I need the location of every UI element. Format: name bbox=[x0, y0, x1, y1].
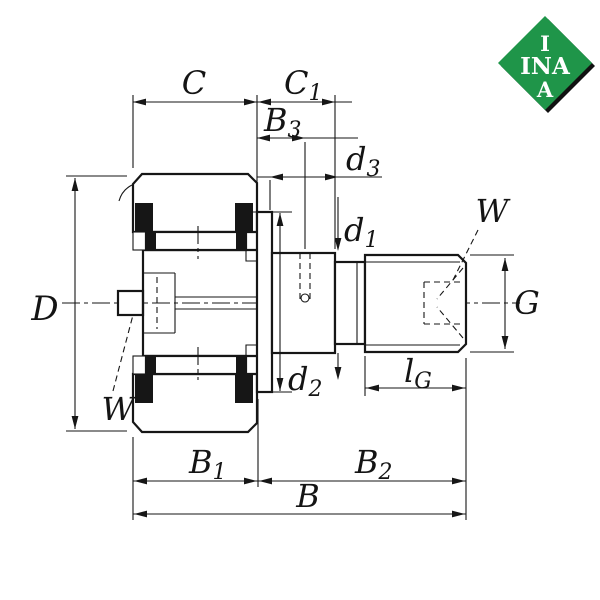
thread-body bbox=[363, 253, 468, 354]
roller-top bbox=[144, 230, 248, 252]
label-lG: lG bbox=[404, 352, 432, 394]
label-B3: B3 bbox=[263, 101, 302, 143]
dim-d1: d1 bbox=[334, 197, 378, 380]
label-C: C bbox=[182, 64, 206, 102]
dim-C1: C1 bbox=[257, 64, 352, 249]
dim-B3: B3 bbox=[257, 101, 358, 249]
dim-G: G bbox=[470, 254, 540, 353]
seal-bottom-left bbox=[135, 374, 153, 403]
lube-hole bbox=[300, 293, 310, 303]
hex-socket-hidden-lines bbox=[436, 267, 464, 339]
label-B1: B1 bbox=[188, 443, 227, 485]
dim-C: C bbox=[132, 64, 258, 208]
label-d2: d2 bbox=[288, 360, 322, 402]
rollers bbox=[144, 226, 248, 380]
dim-d2: d2 bbox=[253, 211, 322, 402]
label-B: B bbox=[295, 477, 320, 515]
pilot-neck bbox=[333, 260, 367, 346]
label-C1: C1 bbox=[284, 64, 322, 106]
label-B2: B2 bbox=[354, 443, 393, 485]
label-d1: d1 bbox=[344, 211, 378, 253]
dim-lG: lG bbox=[364, 352, 466, 396]
label-D: D bbox=[30, 289, 58, 329]
seal-bottom-right bbox=[235, 374, 253, 403]
ina-logo: I INA A bbox=[498, 16, 595, 113]
leader-w-left: W bbox=[102, 314, 138, 428]
thread bbox=[363, 253, 468, 354]
seals bbox=[135, 203, 253, 403]
leader-w-right: W bbox=[451, 192, 512, 283]
bottom-extension-lines bbox=[132, 358, 467, 520]
stud-left-boss bbox=[116, 289, 145, 317]
ring-lip-bottom bbox=[245, 344, 258, 375]
dim-B1: B1 bbox=[133, 443, 258, 485]
logo-text-bottom: A bbox=[536, 77, 554, 102]
dim-B: B bbox=[133, 477, 466, 518]
label-G: G bbox=[514, 284, 540, 322]
label-W-left: W bbox=[102, 390, 138, 428]
ring-lip-top bbox=[245, 231, 258, 262]
dim-d3: d3 bbox=[257, 140, 382, 210]
seal-top-right bbox=[235, 203, 253, 232]
logo-text-middle: INA bbox=[520, 53, 571, 80]
roller-bottom bbox=[144, 354, 248, 376]
logo-diamond bbox=[498, 16, 592, 110]
dim-B2: B2 bbox=[258, 443, 466, 485]
end-plate bbox=[255, 210, 274, 394]
logo-text-top: I bbox=[540, 31, 550, 56]
radius-leader bbox=[118, 184, 133, 202]
collar-body bbox=[270, 251, 337, 355]
label-d3: d3 bbox=[346, 140, 380, 182]
label-W-right: W bbox=[476, 192, 512, 230]
seal-top-left bbox=[135, 203, 153, 232]
collar bbox=[255, 210, 367, 394]
dim-D: D bbox=[30, 175, 127, 432]
